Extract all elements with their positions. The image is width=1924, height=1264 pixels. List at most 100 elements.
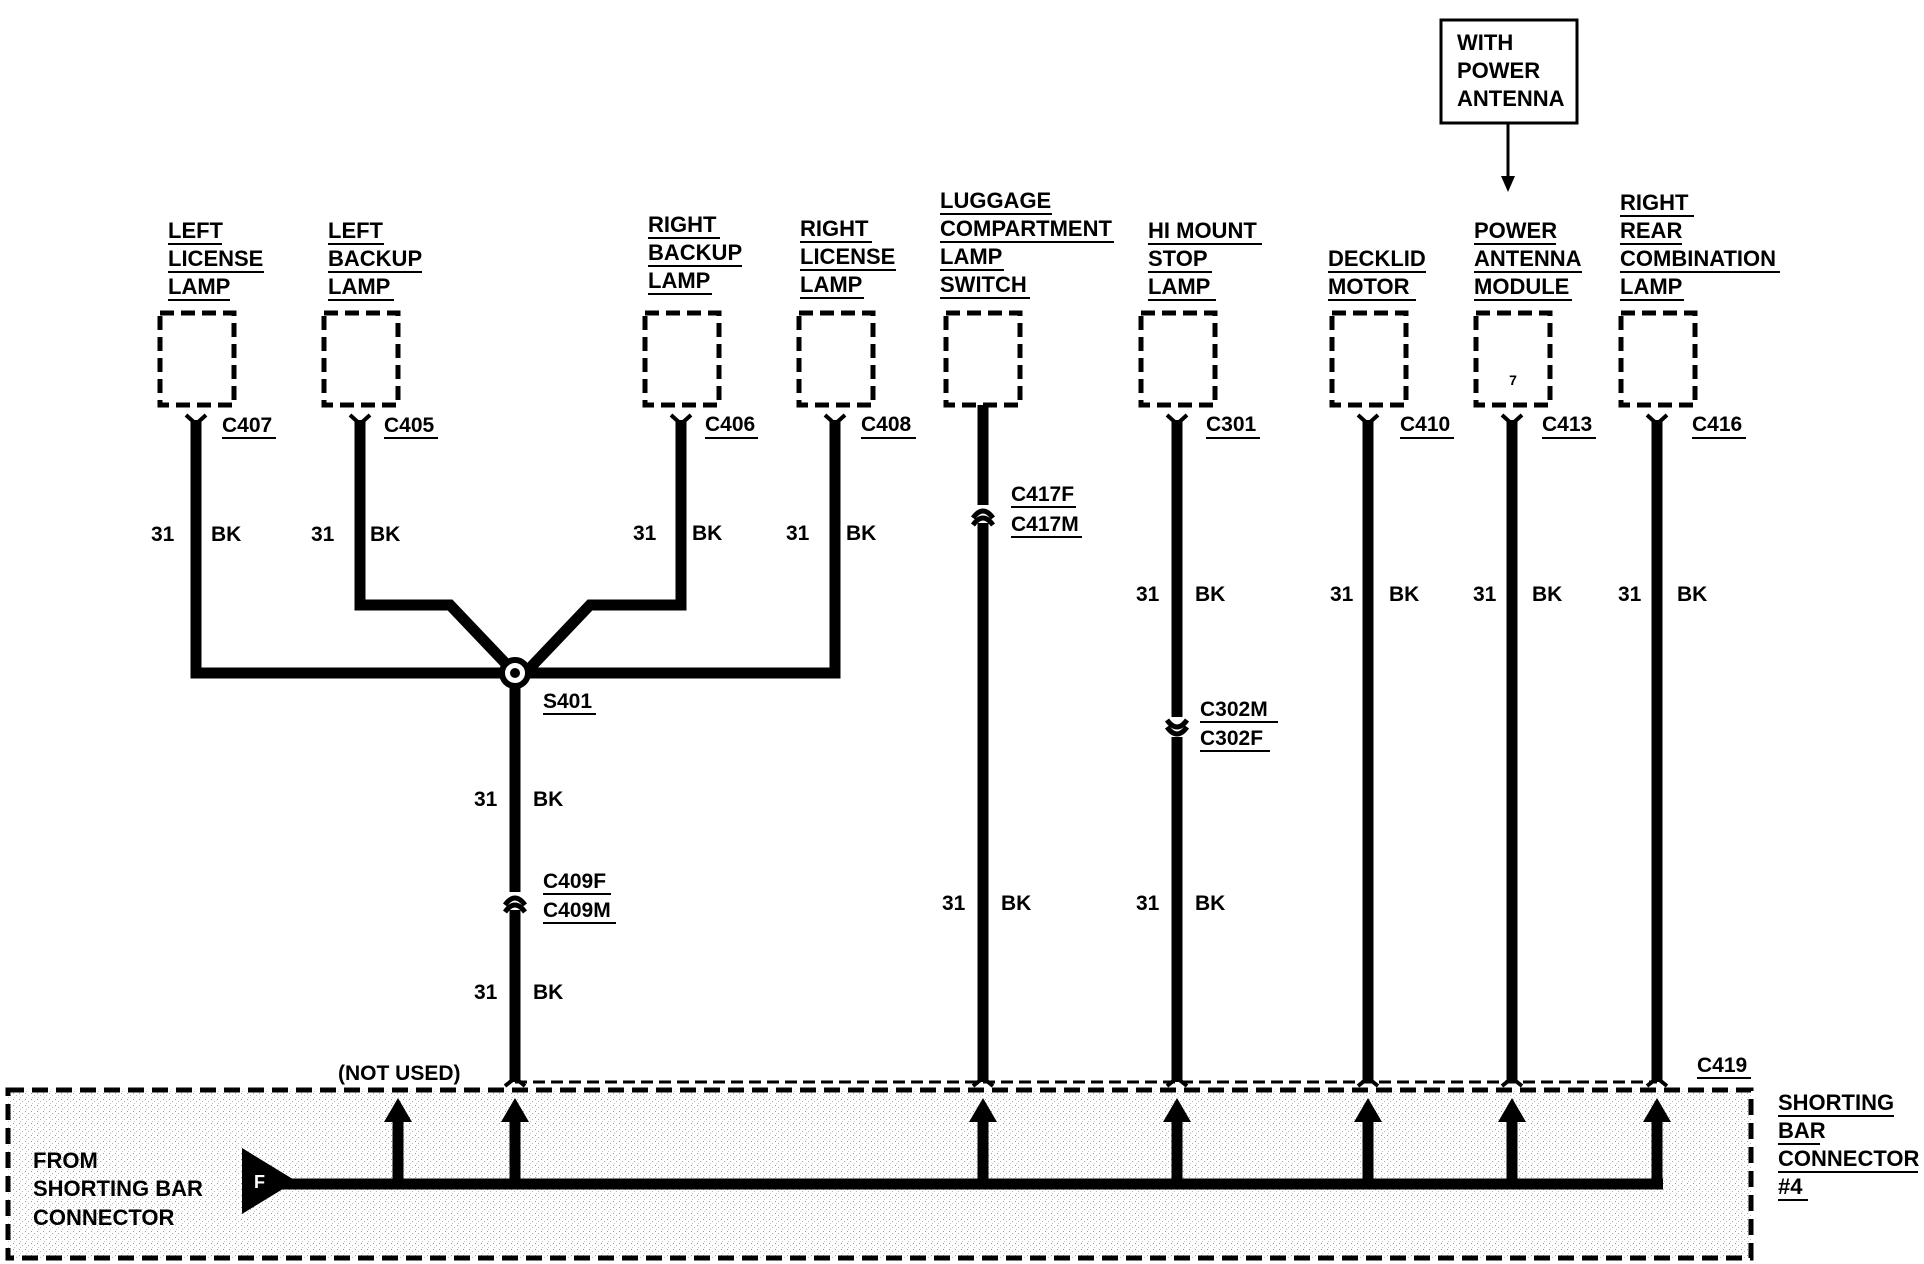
wire-left-backup — [354, 420, 514, 672]
connector-c405: C405 — [384, 414, 435, 437]
connector-ids: C407 C405 C406 C408 C301 C410 C413 C416 — [222, 413, 1746, 439]
connector-c407: C407 — [222, 414, 272, 437]
svg-text:31: 31 — [633, 522, 657, 545]
component-box-hi-mount-stop-lamp — [1138, 310, 1218, 408]
svg-text:31: 31 — [786, 522, 810, 545]
label-left-license-lamp: LEFT LICENSE LAMP — [168, 218, 264, 301]
component-box-right-license-lamp — [796, 310, 876, 408]
svg-text:31: 31 — [1136, 892, 1160, 915]
splice-label: S401 — [543, 690, 592, 713]
inline-connector-c409: C409F C409M — [502, 870, 616, 924]
option-line-2: POWER — [1457, 58, 1540, 83]
label-decklid-motor: DECKLID MOTOR — [1328, 246, 1426, 301]
svg-text:#4: #4 — [1778, 1174, 1803, 1199]
svg-text:RIGHT: RIGHT — [1620, 190, 1689, 215]
component-box-left-backup-lamp — [321, 310, 401, 408]
svg-text:31: 31 — [151, 523, 175, 546]
not-used-label: (NOT USED) — [338, 1062, 461, 1085]
label-right-rear-combination-lamp: RIGHT REAR COMBINATION LAMP — [1620, 190, 1780, 301]
splice-s401: S401 — [499, 657, 596, 715]
connector-c410: C410 — [1400, 413, 1450, 436]
component-box-luggage-compartment-lamp-switch — [943, 310, 1023, 408]
svg-text:BK: BK — [1195, 583, 1225, 606]
connector-c416: C416 — [1692, 413, 1742, 436]
wire-label: 31 BK — [474, 981, 563, 1004]
arrow-up-icon — [969, 1098, 997, 1122]
svg-text:MODULE: MODULE — [1474, 274, 1569, 299]
option-line-1: WITH — [1457, 30, 1513, 55]
component-box-decklid-motor — [1329, 310, 1409, 408]
svg-text:BK: BK — [692, 522, 722, 545]
svg-text:HI MOUNT: HI MOUNT — [1148, 218, 1257, 243]
svg-text:BK: BK — [846, 522, 876, 545]
svg-text:LAMP: LAMP — [328, 274, 390, 299]
wire-label: 31 BK — [786, 522, 876, 545]
svg-text:31: 31 — [1330, 583, 1354, 606]
wire-right-backup — [526, 420, 687, 672]
arrow-up-icon — [1498, 1098, 1526, 1122]
option-line-3: ANTENNA — [1457, 86, 1565, 111]
component-box-left-license-lamp — [157, 310, 237, 408]
connector-c413: C413 — [1542, 413, 1592, 436]
svg-text:F: F — [254, 1172, 265, 1192]
label-hi-mount-stop-lamp: HI MOUNT STOP LAMP — [1148, 218, 1262, 301]
svg-text:REAR: REAR — [1620, 218, 1682, 243]
svg-text:BACKUP: BACKUP — [648, 240, 742, 265]
svg-text:LAMP: LAMP — [1620, 274, 1682, 299]
svg-text:LUGGAGE: LUGGAGE — [940, 188, 1051, 213]
component-labels: LEFT LICENSE LAMP LEFT BACKUP LAMP RIGHT… — [168, 188, 1780, 301]
svg-text:31: 31 — [1473, 583, 1497, 606]
svg-text:C409F: C409F — [543, 870, 606, 893]
svg-text:BK: BK — [1532, 583, 1562, 606]
arrow-up-icon — [384, 1098, 412, 1122]
svg-text:BK: BK — [1389, 583, 1419, 606]
svg-text:LAMP: LAMP — [940, 244, 1002, 269]
arrow-up-icon — [1643, 1098, 1671, 1122]
wire-right-license — [525, 420, 841, 679]
svg-text:31: 31 — [474, 981, 498, 1004]
svg-text:LAMP: LAMP — [1148, 274, 1210, 299]
arrow-down-icon — [1501, 176, 1515, 192]
svg-text:BK: BK — [1195, 892, 1225, 915]
svg-text:COMBINATION: COMBINATION — [1620, 246, 1776, 271]
svg-text:C302F: C302F — [1200, 727, 1263, 750]
svg-text:BK: BK — [1001, 892, 1031, 915]
svg-text:DECKLID: DECKLID — [1328, 246, 1426, 271]
pin-number: 7 — [1509, 372, 1517, 388]
svg-text:BK: BK — [533, 788, 563, 811]
svg-text:31: 31 — [1618, 583, 1642, 606]
source-f-icon: F — [242, 1148, 296, 1214]
svg-text:LAMP: LAMP — [168, 274, 230, 299]
svg-text:C417F: C417F — [1011, 483, 1074, 506]
svg-text:SWITCH: SWITCH — [940, 272, 1027, 297]
svg-text:31: 31 — [942, 892, 966, 915]
svg-text:LICENSE: LICENSE — [800, 244, 895, 269]
wire-label: 31 BK — [1136, 892, 1225, 915]
svg-text:MOTOR: MOTOR — [1328, 274, 1410, 299]
svg-text:BK: BK — [370, 523, 400, 546]
svg-text:LICENSE: LICENSE — [168, 246, 263, 271]
label-left-backup-lamp: LEFT BACKUP LAMP — [328, 218, 422, 301]
component-box-right-backup-lamp — [642, 310, 722, 408]
svg-text:POWER: POWER — [1474, 218, 1557, 243]
svg-text:RIGHT: RIGHT — [800, 216, 869, 241]
svg-text:STOP: STOP — [1148, 246, 1208, 271]
wire-label: 31 BK — [633, 522, 722, 545]
arrow-up-icon — [1163, 1098, 1191, 1122]
from-line-3: CONNECTOR — [33, 1205, 174, 1230]
connector-c408: C408 — [861, 413, 912, 436]
arrow-up-icon — [1354, 1098, 1382, 1122]
wires — [190, 405, 1663, 1082]
label-right-backup-lamp: RIGHT BACKUP LAMP — [648, 212, 742, 295]
wire-label: 31 BK — [942, 892, 1031, 915]
shorting-bar-label: SHORTING BAR CONNECTOR #4 — [1778, 1090, 1919, 1201]
svg-text:C302M: C302M — [1200, 698, 1268, 721]
option-box-with-power-antenna: WITH POWER ANTENNA — [1439, 18, 1579, 192]
svg-text:BK: BK — [533, 981, 563, 1004]
connector-c406: C406 — [705, 413, 755, 436]
